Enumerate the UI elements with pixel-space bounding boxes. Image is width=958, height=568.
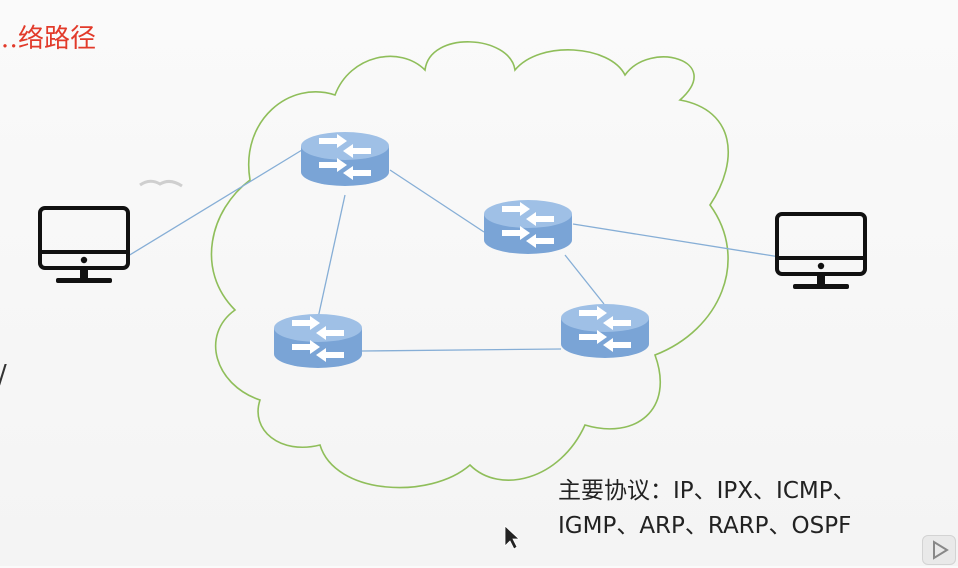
router-icon bbox=[561, 304, 649, 358]
link-r2-r4 bbox=[564, 254, 605, 305]
play-icon bbox=[933, 540, 949, 560]
link-r1-r2 bbox=[389, 169, 485, 233]
cloud-icon bbox=[210, 41, 730, 489]
side-mark: / bbox=[0, 360, 7, 390]
protocol-line-2: IGMP、ARP、RARP、OSPF bbox=[558, 513, 852, 539]
router-icon bbox=[274, 314, 362, 368]
router-icon bbox=[484, 200, 572, 254]
link-r3-r4 bbox=[361, 348, 562, 352]
link-r2-pc-right bbox=[572, 223, 781, 258]
links bbox=[127, 149, 781, 352]
computer-icon bbox=[38, 206, 130, 285]
computer-icon bbox=[775, 212, 867, 291]
smudge-mark bbox=[139, 179, 183, 188]
mouse-cursor-icon bbox=[504, 525, 521, 550]
link-r1-r3 bbox=[317, 194, 346, 319]
page-title: …络路径 bbox=[0, 24, 97, 54]
link-pc-left-r1 bbox=[127, 149, 303, 257]
router-icon bbox=[301, 132, 389, 186]
play-button[interactable] bbox=[922, 535, 956, 565]
protocol-list: 主要协议：IP、IPX、ICMP、 IGMP、ARP、RARP、OSPF bbox=[558, 474, 938, 544]
protocol-line-1: 主要协议：IP、IPX、ICMP、 bbox=[558, 478, 856, 504]
